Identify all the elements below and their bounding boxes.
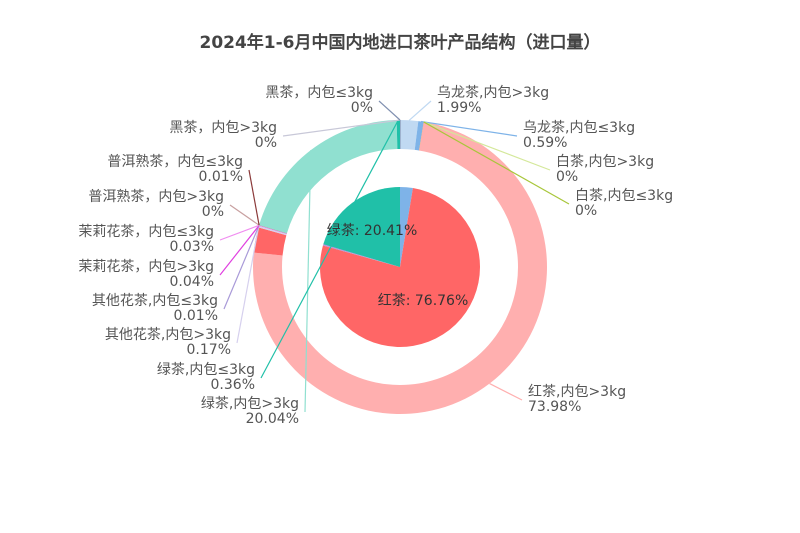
slice-percent-label: 0.36% (211, 377, 255, 393)
slice-percent-label: 0.17% (187, 342, 231, 358)
slice-name-label: 其他花茶,内包≤3kg (92, 293, 218, 309)
leader-line (378, 100, 401, 121)
slice-name-label: 其他花茶,内包>3kg (105, 327, 231, 343)
leader-line (304, 150, 312, 413)
slice-name-label: 黑茶，内包≤3kg (265, 85, 373, 101)
outer-slice[interactable] (259, 120, 398, 234)
inner-pie: 红茶: 76.76% 绿茶: 20.41% (320, 187, 481, 347)
outer-slice[interactable] (259, 225, 287, 234)
inner-slice[interactable] (320, 188, 481, 347)
slice-percent-label: 0.03% (170, 239, 214, 255)
slice-name-label: 乌龙茶,内包>3kg (437, 85, 549, 101)
slice-name-label: 普洱熟茶，内包≤3kg (107, 154, 243, 170)
chart-title: 2024年1-6月中国内地进口茶叶产品结构（进口量） (199, 32, 600, 53)
inner-slice[interactable] (400, 187, 413, 267)
slice-percent-label: 0.01% (174, 308, 218, 324)
slice-name-label: 普洱熟茶，内包>3kg (88, 189, 224, 205)
inner-slice[interactable] (323, 244, 400, 267)
slice-percent-label: 0.01% (199, 169, 243, 185)
slice-name-label: 绿茶,内包≤3kg (157, 362, 255, 378)
slice-percent-label: 20.04% (246, 411, 299, 427)
outer-slice[interactable] (400, 120, 401, 150)
inner-slice[interactable] (323, 187, 400, 267)
leader-line (219, 224, 260, 241)
leader-line (489, 383, 523, 401)
outer-slice[interactable] (414, 121, 424, 151)
slice-percent-label: 0% (556, 169, 578, 185)
leader-line (223, 225, 260, 310)
slice-name-label: 茉莉花茶，内包>3kg (78, 258, 214, 275)
slice-name-label: 白茶,内包>3kg (556, 154, 654, 170)
slice-name-label: 白茶,内包≤3kg (575, 188, 673, 204)
slice-percent-label: 0.04% (170, 274, 214, 290)
outer-slice[interactable] (253, 227, 287, 256)
leader-line (420, 120, 518, 137)
leader-line (423, 121, 570, 205)
leader-line (219, 225, 260, 276)
slice-name-label: 黑茶，内包>3kg (169, 120, 277, 136)
inner-slice-label: 绿茶: 20.41% (327, 223, 418, 239)
leader-line (248, 169, 260, 226)
slice-percent-label: 0% (351, 100, 373, 116)
inner-slice[interactable] (323, 244, 400, 267)
slice-name-label: 绿茶,内包>3kg (201, 396, 299, 412)
outer-slice[interactable] (396, 120, 400, 150)
leader-line (282, 119, 401, 137)
outer-slice[interactable] (258, 225, 287, 234)
slice-percent-label: 0% (575, 203, 597, 219)
outer-labels: 乌龙茶,内包>3kg1.99%乌龙茶,内包≤3kg0.59%白茶,内包>3kg0… (78, 85, 673, 427)
slice-percent-label: 73.98% (528, 399, 581, 415)
leader-line (408, 100, 432, 121)
slice-percent-label: 1.99% (437, 100, 481, 116)
inner-slice[interactable] (322, 244, 400, 267)
slice-name-label: 乌龙茶,内包≤3kg (523, 120, 635, 136)
inner-slice-label: 红茶: 76.76% (378, 293, 469, 309)
slice-name-label: 茉莉花茶，内包≤3kg (78, 223, 214, 240)
slice-percent-label: 0% (255, 135, 277, 151)
leader-line (260, 119, 399, 379)
slice-percent-label: 0% (202, 204, 224, 220)
slice-percent-label: 0.59% (523, 135, 567, 151)
outer-ring (253, 120, 547, 414)
outer-slice[interactable] (400, 120, 419, 150)
slice-name-label: 红茶,内包>3kg (528, 384, 626, 400)
outer-slice[interactable] (258, 225, 287, 235)
leader-line (236, 226, 260, 344)
outer-slice[interactable] (258, 225, 287, 234)
leader-line (229, 204, 260, 226)
leader-line (423, 121, 551, 171)
outer-slice[interactable] (258, 225, 287, 236)
